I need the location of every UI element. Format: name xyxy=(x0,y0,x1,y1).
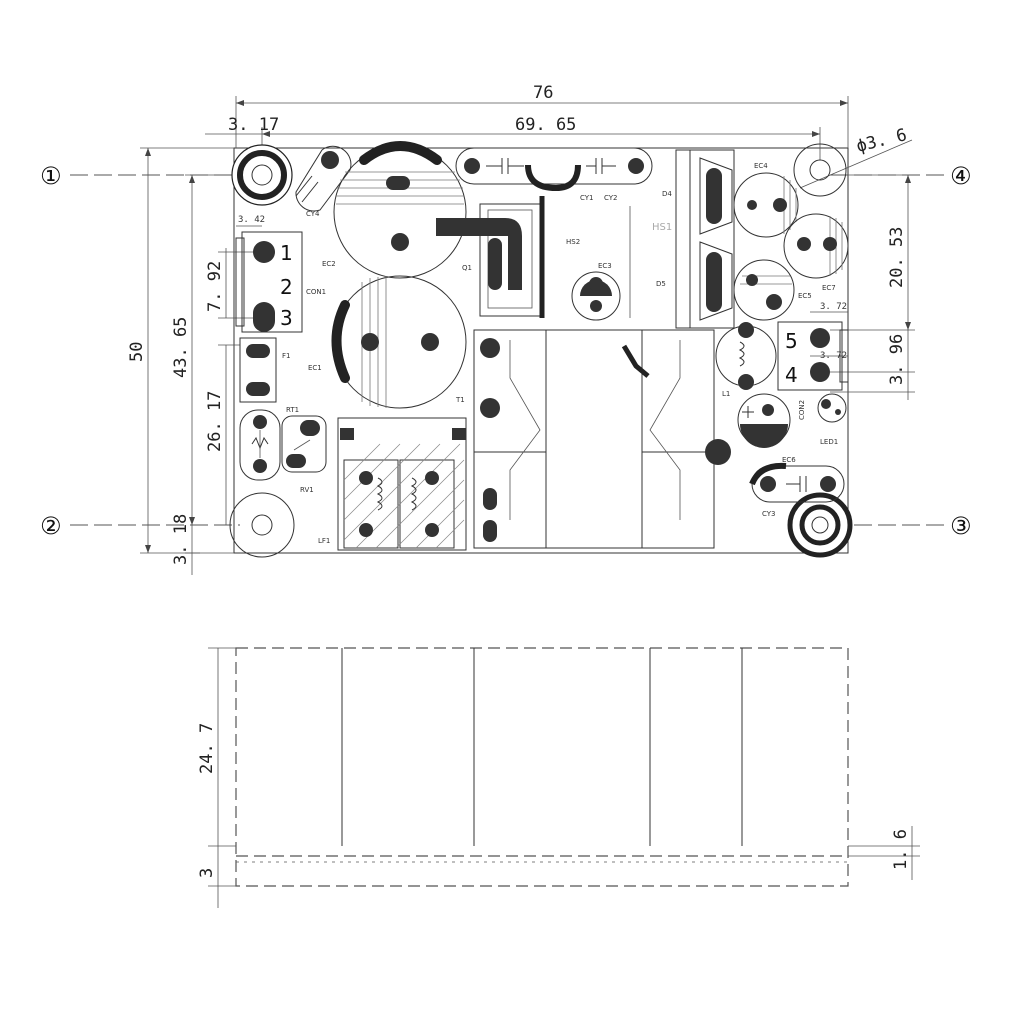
label-cy4: CY4 xyxy=(306,210,320,218)
label-ec5: EC5 xyxy=(798,292,812,300)
con1-pin-2: 2 xyxy=(280,275,293,299)
dim-con2-offset-a: 3. 72 xyxy=(820,302,847,312)
mount-hole-1-marker: ① xyxy=(40,162,62,190)
dim-bottom-offset: 3. 18 xyxy=(171,514,191,565)
dim-con2-pitch: 3. 96 xyxy=(887,334,907,385)
label-ec3: EC3 xyxy=(598,262,612,270)
dim-component-height: 24. 7 xyxy=(197,723,217,774)
mount-hole-4-marker: ④ xyxy=(950,162,972,190)
label-d5: D5 xyxy=(656,280,666,288)
con1-pin-3: 3 xyxy=(280,306,293,330)
mount-hole-leaders xyxy=(70,174,950,526)
components-center xyxy=(436,147,731,549)
label-con1: CON1 xyxy=(306,288,326,296)
label-l1: L1 xyxy=(722,390,730,398)
label-d4: D4 xyxy=(662,190,672,198)
con2-pin-5: 5 xyxy=(785,329,798,353)
label-t1: T1 xyxy=(455,396,465,404)
dim-hole-span: 69. 65 xyxy=(515,115,576,135)
dim-total-height: 50 xyxy=(127,342,147,362)
mount-hole-3-marker: ③ xyxy=(950,512,972,540)
label-hs2: HS2 xyxy=(566,238,580,246)
label-rv1: RV1 xyxy=(300,486,314,494)
label-ec2: EC2 xyxy=(322,260,336,268)
dim-left-offset: 3. 17 xyxy=(228,115,279,135)
mount-hole-2-marker: ② xyxy=(40,512,62,540)
label-con2: CON2 xyxy=(798,400,806,420)
label-ec1: EC1 xyxy=(308,364,322,372)
label-rt1: RT1 xyxy=(286,406,299,414)
label-hs1: HS1 xyxy=(652,222,672,233)
components-left xyxy=(235,141,467,551)
dim-right-upper: 20. 53 xyxy=(887,227,907,288)
dim-board-thickness: 1. 6 xyxy=(891,829,911,870)
dim-con2-offset-b: 3. 72 xyxy=(820,351,847,361)
label-f1: F1 xyxy=(282,352,290,360)
label-cy2: CY2 xyxy=(604,194,618,202)
dim-total-width: 76 xyxy=(533,83,553,103)
label-q1: Q1 xyxy=(462,264,472,272)
label-ec6: EC6 xyxy=(782,456,796,464)
dim-con1-offset: 3. 42 xyxy=(238,215,265,225)
con1-pin-1: 1 xyxy=(280,241,293,265)
dim-hole-diameter: ϕ3. 6 xyxy=(854,125,909,157)
label-led1: LED1 xyxy=(820,438,838,446)
label-cy1: CY1 xyxy=(580,194,594,202)
dim-hole-span-vertical: 43. 65 xyxy=(171,317,191,378)
label-lf1: LF1 xyxy=(318,537,330,545)
mount-holes xyxy=(229,143,853,558)
label-cy3: CY3 xyxy=(762,510,776,518)
con2-pin-4: 4 xyxy=(785,363,798,387)
board-side-view xyxy=(208,647,920,908)
label-ec4: EC4 xyxy=(754,162,768,170)
dim-base-height: 3 xyxy=(197,868,217,878)
dim-con1-pitch: 7. 92 xyxy=(205,261,225,312)
label-ec7: EC7 xyxy=(822,284,836,292)
components-right xyxy=(675,149,849,503)
dim-lower-height: 26. 17 xyxy=(205,391,225,452)
